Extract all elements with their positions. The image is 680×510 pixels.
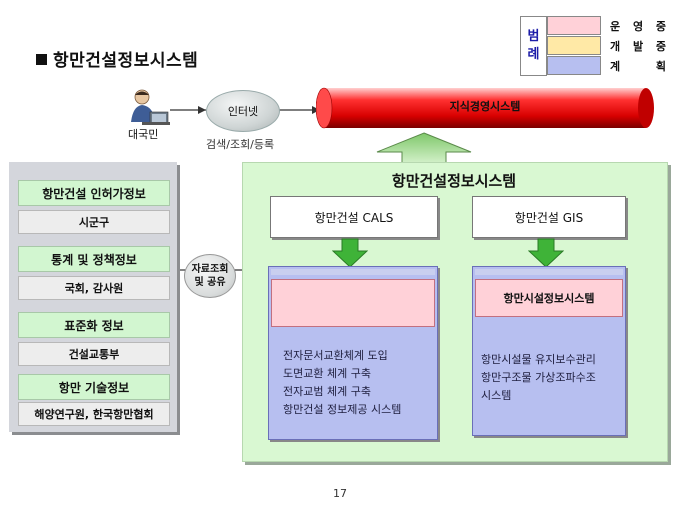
info-group-source: 건설교통부 [18, 342, 170, 366]
info-group-source: 해양연구원, 한국항만협회 [18, 402, 170, 426]
info-group-head: 표준화 정보 [18, 312, 170, 338]
legend-swatch-developing [547, 36, 601, 55]
cals-item-list: 전자문서교환체계 도입 도면교환 체계 구축 전자교범 체계 구축 항만건설 정… [283, 347, 401, 419]
arrowhead-to-internet [198, 106, 206, 114]
info-group-source: 시군구 [18, 210, 170, 234]
gis-pink-label: 항만시설정보시스템 [503, 292, 595, 305]
down-arrow-icon [528, 238, 564, 268]
cals-label: 항만건설 CALS [314, 210, 394, 225]
legend-swatch-planned [547, 56, 601, 75]
cals-column: 전자문서교환체계 도입 도면교환 체계 구축 전자교범 체계 구축 항만건설 정… [268, 266, 438, 440]
list-item: 항만건설 정보제공 시스템 [283, 403, 402, 416]
info-group-source: 국회, 감사원 [18, 276, 170, 300]
exchange-line-1: 자료조회 [191, 264, 229, 275]
info-group-head: 항만건설 인허가정보 [18, 180, 170, 206]
internet-sublabel: 검색/조회/등록 [206, 138, 275, 151]
data-exchange-node: 자료조회 및 공유 [184, 254, 236, 298]
gis-operating-box: 항만시설정보시스템 [475, 279, 623, 317]
cals-box: 항만건설 CALS [270, 196, 438, 238]
list-item: 전자교범 체계 구축 [283, 385, 371, 398]
external-info-panel: 항만건설 인허가정보 시군구 통계 및 정책정보 국회, 감사원 표준화 정보 … [9, 162, 177, 432]
port-system-title: 항만건설정보시스템 [391, 172, 517, 190]
column-top-band [271, 269, 435, 275]
exchange-line-2: 및 공유 [194, 277, 226, 288]
up-arrow-icon [376, 132, 472, 166]
info-group-head: 항만 기술정보 [18, 374, 170, 400]
knowledge-system-label: 지식경영시스템 [449, 100, 521, 113]
down-arrow-icon [332, 238, 368, 268]
user-icon [131, 89, 170, 125]
user-label: 대국민 [128, 128, 159, 141]
page-title: 항만건설정보시스템 [36, 46, 198, 71]
list-item: 도면교환 체계 구축 [283, 367, 371, 380]
gis-item-list: 항만시설물 유지보수관리 항만구조물 가상조파수조 시스템 [481, 351, 596, 405]
cals-operating-box [271, 279, 435, 327]
list-item: 시스템 [481, 389, 512, 402]
legend-key-char-2: 례 [527, 47, 540, 62]
internet-node: 인터넷 [206, 90, 280, 132]
gis-label: 항만건설 GIS [514, 210, 584, 225]
gis-column: 항만시설정보시스템 항만시설물 유지보수관리 항만구조물 가상조파수조 시스템 [472, 266, 626, 436]
list-item: 전자문서교환체계 도입 [283, 349, 388, 362]
page-number: 17 [333, 487, 347, 500]
legend-key-char-1: 범 [527, 29, 540, 44]
list-item: 항만구조물 가상조파수조 [481, 371, 596, 384]
info-group-head: 통계 및 정책정보 [18, 246, 170, 272]
legend-swatch-operating [547, 16, 601, 35]
knowledge-system-cylinder [316, 87, 654, 129]
gis-box: 항만건설 GIS [472, 196, 626, 238]
internet-label: 인터넷 [227, 105, 259, 118]
list-item: 항만시설물 유지보수관리 [481, 353, 596, 366]
column-top-band [475, 269, 623, 275]
